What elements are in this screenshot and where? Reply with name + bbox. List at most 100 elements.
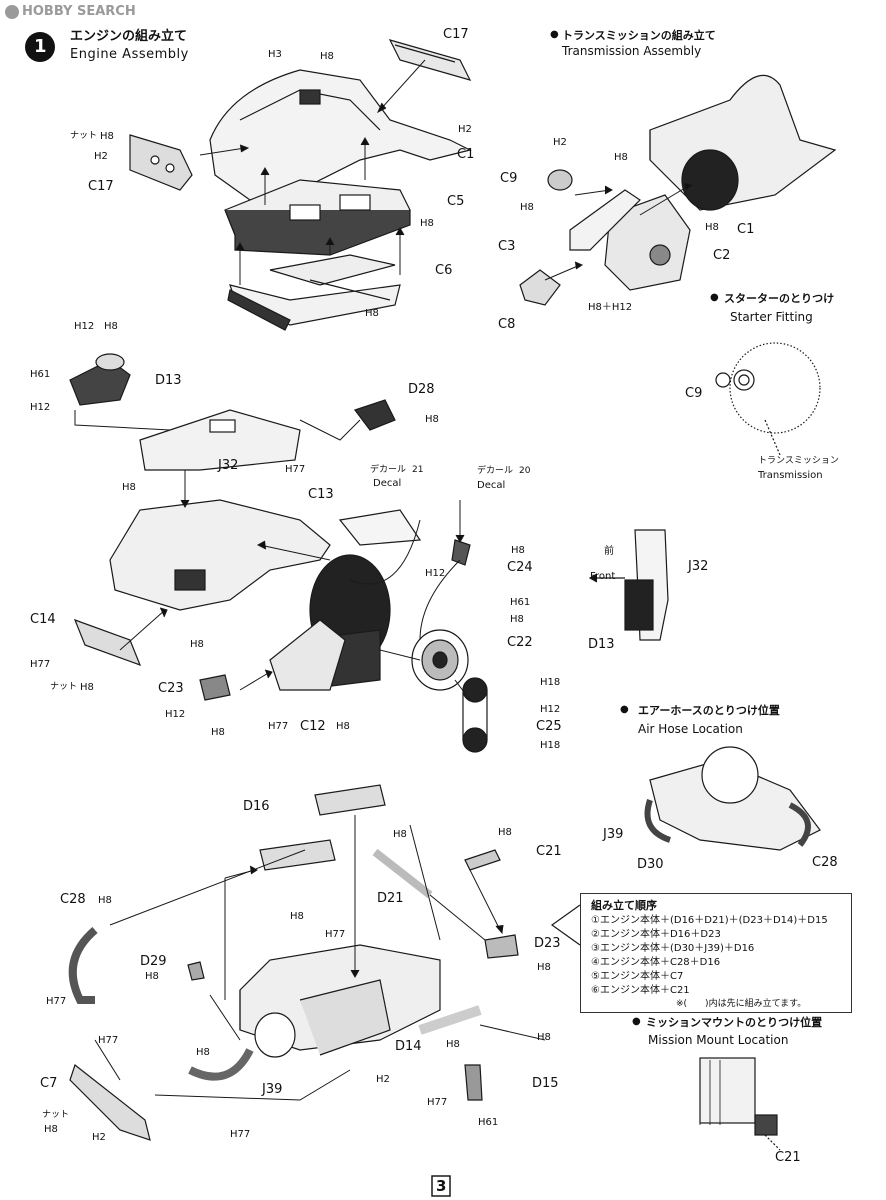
part-c9: C9 bbox=[500, 171, 518, 186]
watermark-text: HOBBY SEARCH bbox=[22, 4, 136, 19]
part-h12-a: H12 bbox=[74, 321, 95, 332]
part-d28: D28 bbox=[408, 382, 435, 397]
engine-tray-drawing bbox=[224, 179, 411, 256]
c24-part-drawing bbox=[451, 539, 471, 566]
mission-mount-drawing bbox=[699, 1057, 781, 1151]
part-d29: D29 bbox=[140, 954, 167, 969]
d23-part-drawing bbox=[484, 934, 519, 959]
part-c25: C25 bbox=[536, 719, 562, 734]
starter-diagram-drawing bbox=[715, 342, 821, 456]
engine-frame-drawing bbox=[227, 254, 401, 331]
c21-part-drawing bbox=[464, 849, 501, 871]
j39-hose-drawing bbox=[188, 1048, 254, 1081]
engine-block-bottom-drawing bbox=[239, 944, 441, 1058]
part-h8-p: H8 bbox=[145, 971, 159, 982]
step-number: 1 bbox=[34, 36, 47, 57]
d15-part-drawing bbox=[464, 1064, 483, 1101]
starter-transmission-en: Transmission bbox=[758, 470, 823, 481]
part-tx-h8c: H8 bbox=[705, 222, 719, 233]
part-c5: C5 bbox=[447, 194, 465, 209]
watermark-logo bbox=[5, 5, 19, 19]
part-c1-a: C1 bbox=[457, 147, 475, 162]
d14-pipe-drawing bbox=[418, 1005, 482, 1035]
section-missionmount-bullet: ● bbox=[632, 1016, 641, 1027]
part-h77-d: H77 bbox=[325, 929, 346, 940]
section-missionmount-jp: ミッションマウントのとりつけ位置 bbox=[646, 1016, 823, 1029]
part-c14: C14 bbox=[30, 612, 56, 627]
part-c28: C28 bbox=[60, 892, 86, 907]
part-h61: H61 bbox=[30, 369, 51, 380]
part-c3: C3 bbox=[498, 239, 516, 254]
d28-part-drawing bbox=[354, 399, 396, 431]
section-transmission-bullet: ● bbox=[550, 29, 559, 40]
part-h12-c: H12 bbox=[425, 568, 446, 579]
section-airhose-bullet: ● bbox=[620, 704, 629, 715]
part-h8-g: H8 bbox=[511, 545, 525, 556]
decal20-en: Decal bbox=[477, 480, 506, 491]
front-label-jp: 前 bbox=[604, 546, 614, 557]
air-hose-drawing bbox=[644, 746, 821, 851]
part-h8-n: H8 bbox=[98, 895, 112, 906]
assembly-order-step-6: ⑥エンジン本体＋C21 bbox=[591, 985, 690, 996]
part-c17-left: C17 bbox=[88, 179, 114, 194]
part-h12-d: H12 bbox=[165, 709, 186, 720]
part-h8-a: H8 bbox=[320, 51, 334, 62]
part-d21: D21 bbox=[377, 891, 404, 906]
part-h8-t: H8 bbox=[196, 1047, 210, 1058]
part-h8-r: H8 bbox=[537, 1032, 551, 1043]
part-d16: D16 bbox=[243, 799, 270, 814]
part-c8: C8 bbox=[498, 317, 516, 332]
part-c1-b: C1 bbox=[737, 222, 755, 237]
part-h77-b: H77 bbox=[30, 659, 51, 670]
nut-label-bottom: ナット bbox=[42, 1110, 70, 1120]
step-title-en: Engine Assembly bbox=[70, 47, 189, 62]
part-c22: C22 bbox=[507, 635, 533, 650]
part-j39: J39 bbox=[262, 1082, 283, 1097]
part-h61-c: H61 bbox=[478, 1117, 499, 1128]
part-h8-c: H8 bbox=[365, 308, 379, 319]
decal20-jp: デカール bbox=[477, 466, 514, 476]
part-h2-d: H2 bbox=[92, 1132, 106, 1143]
j32-bracket-drawing bbox=[139, 409, 301, 471]
assembly-order-box: 組み立て順序 ①エンジン本体＋(D16＋D21)＋(D23＋D14)＋D15 ②… bbox=[580, 893, 852, 1013]
part-tx-h2: H2 bbox=[553, 137, 567, 148]
section-transmission-en: Transmission Assembly bbox=[562, 44, 702, 58]
c25-belt-drawing bbox=[462, 677, 488, 753]
part-h8-h: H8 bbox=[190, 639, 204, 650]
part-d14: D14 bbox=[395, 1039, 422, 1054]
part-h8-l: H8 bbox=[393, 829, 407, 840]
section-airhose-jp: エアーホースのとりつけ位置 bbox=[638, 704, 780, 717]
part-h8-i: H8 bbox=[510, 614, 524, 625]
c14-plate-drawing bbox=[73, 618, 142, 667]
decal21-jp: デカール bbox=[370, 465, 407, 475]
assembly-order-note: ※( )内は先に組み立てます。 bbox=[676, 999, 807, 1009]
part-h2-c: H2 bbox=[376, 1074, 390, 1085]
starter-transmission-jp: トランスミッション bbox=[758, 456, 839, 466]
part-h3: H3 bbox=[268, 49, 282, 60]
page-number-box bbox=[431, 1175, 451, 1197]
assembly-order-step-2: ②エンジン本体＋D16＋D23 bbox=[591, 929, 721, 940]
part-h12-b: H12 bbox=[30, 402, 51, 413]
part-h77-a: H77 bbox=[285, 464, 306, 475]
starter-c9: C9 bbox=[685, 386, 703, 401]
part-nut-h8b: H8 bbox=[80, 682, 94, 693]
part-c21: C21 bbox=[536, 844, 562, 859]
part-h18-a: H18 bbox=[540, 677, 561, 688]
assembly-order-title: 組み立て順序 bbox=[591, 899, 657, 912]
mm-c21: C21 bbox=[775, 1150, 801, 1165]
air-j39: J39 bbox=[603, 827, 624, 842]
assembly-order-step-4: ④エンジン本体＋C28＋D16 bbox=[591, 957, 721, 968]
transmission-gearbox-drawing bbox=[569, 189, 691, 291]
part-h12-e: H12 bbox=[540, 704, 561, 715]
decal21-en: Decal bbox=[373, 478, 402, 489]
c8-part-drawing bbox=[519, 269, 561, 306]
engine-cover-drawing bbox=[209, 39, 472, 201]
part-c2: C2 bbox=[713, 248, 731, 263]
nut-label-mid: ナット bbox=[50, 682, 78, 692]
part-h61-b: H61 bbox=[510, 597, 531, 608]
c9-part-drawing bbox=[547, 169, 573, 191]
part-h2-a: H2 bbox=[458, 124, 472, 135]
engine-block-mid-drawing bbox=[109, 499, 331, 611]
section-starter-bullet: ● bbox=[710, 292, 719, 303]
c22-pulley-drawing bbox=[411, 629, 469, 691]
